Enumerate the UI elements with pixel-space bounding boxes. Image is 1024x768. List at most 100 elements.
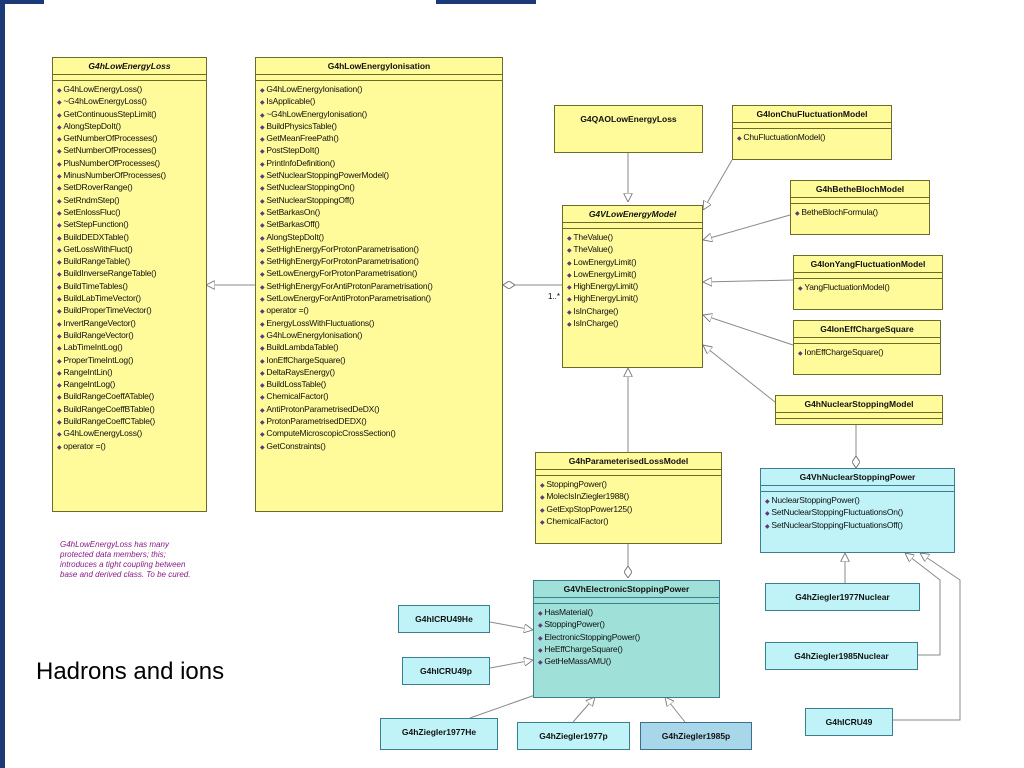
operation: IonEffChargeSquare() [260,355,498,367]
class-g4hlowenergyloss[interactable]: G4hLowEnergyLoss G4hLowEnergyLoss()~G4hL… [52,57,207,512]
operations-compartment: YangFluctuationModel() [794,279,942,297]
operation: SetHighEnergyForProtonParametrisation() [260,244,498,256]
class-g4hbetheblochmodel[interactable]: G4hBetheBlochModel BetheBlochFormula() [790,180,930,235]
operation: SetStepFunction() [57,219,202,231]
operation: BuildTimeTables() [57,281,202,293]
operation: SetNuclearStoppingFluctuationsOn() [765,507,950,519]
operation: SetHighEnergyForProtonParametrisation() [260,256,498,268]
class-g4vhnuclearstoppingpower[interactable]: G4VhNuclearStoppingPower NuclearStopping… [760,468,955,553]
class-g4hziegler1977he[interactable]: G4hZiegler1977He [380,718,498,750]
inherit-chu [703,159,733,210]
slide-frame-top-middle [436,0,536,4]
operation: IsApplicable() [260,96,498,108]
class-g4hziegler1977p[interactable]: G4hZiegler1977p [517,722,630,750]
attributes-compartment [794,338,940,344]
operation: ProperTimeIntLog() [57,355,202,367]
class-g4hziegler1977nuclear[interactable]: G4hZiegler1977Nuclear [765,583,920,611]
operation: GetLossWithFluct() [57,244,202,256]
class-name: G4IonEffChargeSquare [794,321,940,338]
operation: G4hLowEnergyIonisation() [260,84,498,96]
operations-compartment: HasMaterial()StoppingPower()ElectronicSt… [534,604,719,671]
class-g4hziegler1985p[interactable]: G4hZiegler1985p [640,722,752,750]
operation: PostStepDoIt() [260,145,498,157]
class-name: G4hZiegler1985p [661,731,731,741]
design-note: G4hLowEnergyLoss has many protected data… [60,540,191,579]
class-name: G4hZiegler1977Nuclear [795,592,890,602]
class-g4hicru49he[interactable]: G4hICRU49He [398,605,490,633]
operation: PlusNumberOfProcesses() [57,158,202,170]
class-name: G4hNuclearStoppingModel [776,396,942,413]
inherit-icru49he [489,621,533,630]
inherit-ioneff [703,315,794,346]
inherit-bethe [703,214,791,240]
operation: SetLowEnergyForProtonParametrisation() [260,268,498,280]
operations-compartment: BetheBlochFormula() [791,204,929,222]
operation: ComputeMicroscopicCrossSection() [260,428,498,440]
class-name: G4VhNuclearStoppingPower [761,469,954,486]
operation: IsInCharge() [567,306,698,318]
class-g4hicru49[interactable]: G4hICRU49 [805,708,893,736]
operation: GetNumberOfProcesses() [57,133,202,145]
operation: IonEffChargeSquare() [798,347,936,359]
operation: BuildRangeCoeffBTable() [57,404,202,416]
operation: BuildPhysicsTable() [260,121,498,133]
operation: SetNuclearStoppingOff() [260,195,498,207]
attributes-compartment [536,470,721,476]
class-name: G4hZiegler1977He [401,727,477,737]
operation: ~G4hLowEnergyLoss() [57,96,202,108]
operation: SetRndmStep() [57,195,202,207]
operation: ChemicalFactor() [540,516,717,528]
class-name: G4IonYangFluctuationModel [794,256,942,273]
operation: EnergyLossWithFluctuations() [260,318,498,330]
operation: GetHeMassAMU() [538,656,715,668]
operation: MinusNumberOfProcesses() [57,170,202,182]
operation: BuildRangeTable() [57,256,202,268]
operations-compartment: G4hLowEnergyIonisation()IsApplicable()~G… [256,81,502,456]
class-name: G4hICRU49He [415,614,473,624]
class-g4qaolowenergyloss[interactable]: G4QAOLowEnergyLoss [554,105,703,153]
operation: operator =() [57,441,202,453]
operations-compartment: G4hLowEnergyLoss()~G4hLowEnergyLoss()Get… [53,81,206,456]
class-g4ioneffchargesquare[interactable]: G4IonEffChargeSquare IonEffChargeSquare(… [793,320,941,375]
class-g4hicru49p[interactable]: G4hICRU49p [402,657,490,685]
operation: ElectronicStoppingPower() [538,632,715,644]
class-name: G4hParameterisedLossModel [536,453,721,470]
operation: GetConstraints() [260,441,498,453]
class-name: G4hZiegler1985Nuclear [794,651,889,661]
operation: IsInCharge() [567,318,698,330]
operation: HighEnergyLimit() [567,281,698,293]
operation: YangFluctuationModel() [798,282,938,294]
operation: BuildProperTimeVector() [57,305,202,317]
operation: DeltaRaysEnergy() [260,367,498,379]
class-g4ionchufluctuationmodel[interactable]: G4IonChuFluctuationModel ChuFluctuationM… [732,105,892,160]
operation: SetNuclearStoppingFluctuationsOff() [765,520,950,532]
operation: StoppingPower() [538,619,715,631]
operation: NuclearStoppingPower() [765,495,950,507]
operation: SetNumberOfProcesses() [57,145,202,157]
operation: LowEnergyLimit() [567,257,698,269]
attributes-compartment [534,598,719,604]
class-g4hparameterisedlossmodel[interactable]: G4hParameterisedLossModel StoppingPower(… [535,452,722,544]
class-name: G4hBetheBlochModel [791,181,929,198]
class-g4vlowenergymodel[interactable]: G4VLowEnergyModel TheValue()TheValue()Lo… [562,205,703,368]
class-name: G4hZiegler1977p [539,731,608,741]
operation: HighEnergyLimit() [567,293,698,305]
class-g4vhelectronicstoppingpower[interactable]: G4VhElectronicStoppingPower HasMaterial(… [533,580,720,698]
class-g4hnuclearstoppingmodel[interactable]: G4hNuclearStoppingModel [775,395,943,425]
operation: GetMeanFreePath() [260,133,498,145]
operation: BuildLossTable() [260,379,498,391]
operation: SetBarkasOff() [260,219,498,231]
class-g4hlowenergyionisation[interactable]: G4hLowEnergyIonisation G4hLowEnergyIonis… [255,57,503,512]
operation: AntiProtonParametrisedDeDX() [260,404,498,416]
operation: LowEnergyLimit() [567,269,698,281]
class-name: G4hLowEnergyLoss [53,58,206,75]
class-name: G4hICRU49 [825,717,873,727]
operation: TheValue() [567,232,698,244]
operations-compartment: StoppingPower()MolecIsInZiegler1988()Get… [536,476,721,531]
class-g4ionyangfluctuationmodel[interactable]: G4IonYangFluctuationModel YangFluctuatio… [793,255,943,310]
operation: AlongStepDoIt() [57,121,202,133]
class-g4hziegler1985nuclear[interactable]: G4hZiegler1985Nuclear [765,642,918,670]
operations-compartment: NuclearStoppingPower()SetNuclearStopping… [761,492,954,535]
inherit-icru49p [489,660,533,669]
operation: BuildLabTimeVector() [57,293,202,305]
